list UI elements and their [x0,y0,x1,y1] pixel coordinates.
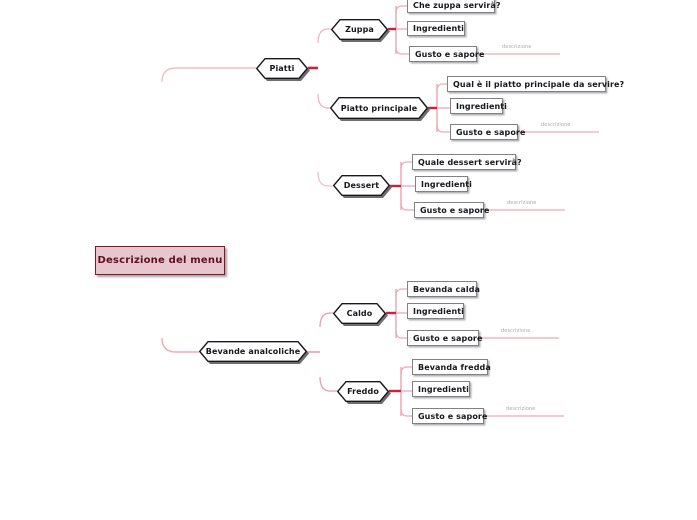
subbranch-node-zuppa[interactable]: Zuppa [331,19,388,40]
leaf-caption: descrizione [507,200,537,206]
leaf-node[interactable]: Ingredienti [412,381,470,397]
leaf-node-label: Quale dessert servirà? [418,157,522,167]
leaf-node-label: Bevanda calda [413,284,481,294]
leaf-node-label: Ingredienti [456,101,508,111]
leaf-node-label: Qual è il piatto principale da servire? [453,79,625,89]
leaf-node[interactable]: Gusto e sapore [450,124,525,140]
branch-node-label: Bevande analcoliche [205,347,301,356]
leaf-caption: descrizione [501,328,531,334]
node-body [333,303,386,324]
leaf-node[interactable]: Bevanda fredda [412,359,491,375]
leaf-node[interactable]: Ingredienti [415,176,472,192]
node-outline [199,341,307,362]
leaf-node-label: Bevanda fredda [418,362,491,372]
subbranch-node-label: Piatto principale [340,103,418,113]
node-body [337,381,389,402]
leaf-node[interactable]: Qual è il piatto principale da servire? [447,76,624,92]
leaf-node[interactable]: Bevanda calda [407,281,481,297]
leaf-node-label: Ingredienti [413,306,465,316]
node-outline [331,19,388,40]
subbranch-node-label: Caldo [346,309,373,318]
subbranch-node-freddo[interactable]: Freddo [337,381,389,402]
leaf-node[interactable]: Che zuppa servirà? [407,0,501,13]
leaf-node[interactable]: Quale dessert servirà? [412,154,522,170]
subbranch-node-label: Freddo [347,387,379,396]
node-body [330,97,428,119]
leaf-node[interactable]: Ingredienti [407,21,465,36]
branch-node-bevande-analcoliche[interactable]: Bevande analcoliche [199,341,307,362]
leaf-node[interactable]: Ingredienti [450,98,507,114]
leaf-node-label: Ingredienti [413,24,465,33]
leaf-node-label: Gusto e sapore [418,411,488,421]
leaf-node-label: Ingredienti [418,384,470,394]
leaf-node[interactable]: Gusto e sapore [414,202,489,218]
leaf-node[interactable]: Gusto e sapore [409,46,484,62]
leaf-node-label: Ingredienti [421,179,473,189]
leaf-caption: descrizione [502,44,532,50]
node-outline [256,58,308,79]
node-outline [333,175,390,196]
subbranch-node-label: Dessert [343,181,380,190]
node-body [256,58,308,79]
leaf-caption: descrizione [506,406,536,412]
leaf-node[interactable]: Gusto e sapore [412,408,487,424]
leaf-caption: descrizione [541,122,571,128]
branch-node-label: Piatti [269,64,295,73]
leaf-node-label: Gusto e sapore [413,333,483,343]
node-outline [333,303,386,324]
subbranch-node-dessert[interactable]: Dessert [333,175,390,196]
branch-node-piatti[interactable]: Piatti [256,58,308,79]
leaf-node-label: Gusto e sapore [456,127,526,137]
leaf-node[interactable]: Gusto e sapore [407,330,482,346]
node-body [199,341,307,362]
subbranch-node-label: Zuppa [345,25,374,34]
node-body [333,175,390,196]
leaf-node-label: Gusto e sapore [415,49,485,59]
node-outline [330,97,428,119]
leaf-node-label: Gusto e sapore [420,205,490,215]
node-body [331,19,388,40]
root-node[interactable]: Descrizione del menu [95,246,225,275]
root-node-label: Descrizione del menu [97,255,223,266]
subbranch-node-piatto-principale[interactable]: Piatto principale [330,97,428,119]
node-outline [337,381,389,402]
leaf-node[interactable]: Ingredienti [407,303,464,319]
subbranch-node-caldo[interactable]: Caldo [333,303,386,324]
leaf-node-label: Che zuppa servirà? [413,0,501,10]
